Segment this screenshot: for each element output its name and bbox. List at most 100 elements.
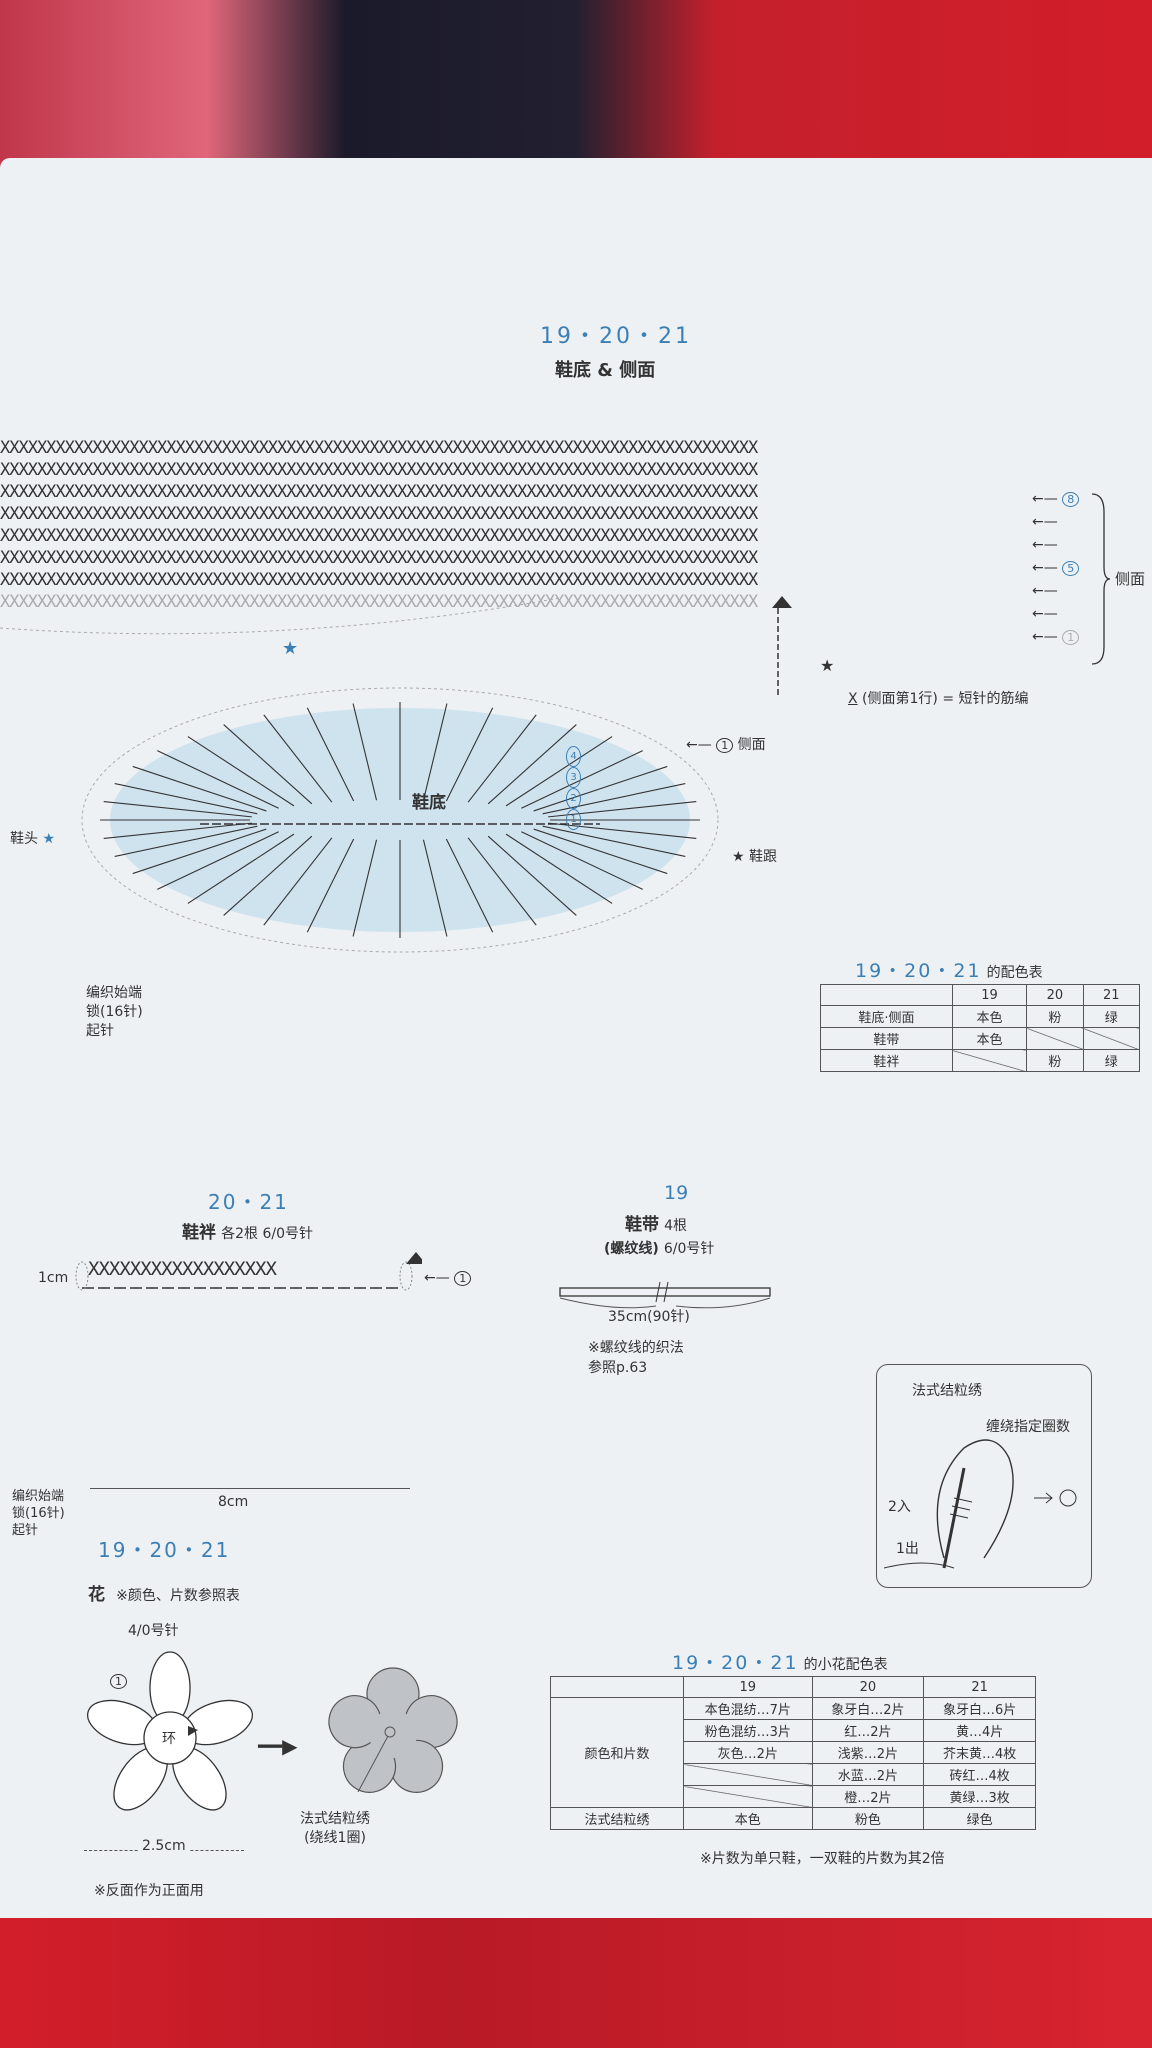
stitch-ray [223,835,313,916]
strap-start-note: 编织始端 锁(16针) 起针 [12,1489,65,1538]
table-cell: 鞋带 [820,1027,953,1050]
stitch-ray [103,822,252,840]
french-knot-illustration [884,1439,1077,1569]
flower-table-row-label: 颜色和片数 [550,1697,684,1808]
side-brace [1091,493,1110,665]
flower-reverse-note: ※反面作为正面用 [94,1883,204,1899]
stitch-ray [103,800,252,818]
table-cell-empty [951,1049,1028,1072]
lace-section-sub: (螺纹线) 6/0号针 [604,1241,715,1257]
stitch-ray [352,839,378,937]
table-cell: 鞋袢 [820,1049,953,1072]
flower-table-title: 19・20・21 的小花配色表 [672,1652,888,1674]
side-label: 侧面 [1115,570,1146,588]
stitch-ray [157,750,279,809]
stitch-ray [505,833,613,904]
table-cell: 粉 [1026,1005,1084,1028]
sole-chart [81,687,719,953]
lace-section-number: 19 [664,1182,689,1204]
stitch-ray [422,839,448,937]
table-cell: 本色混纺…7片 [683,1697,813,1720]
stitch-ray [114,825,258,858]
lace-length: 35cm(90针) [608,1309,690,1325]
row-mark-5: 5 [1062,561,1080,576]
heel-label: ★ 鞋跟 [732,849,778,865]
side-note-text: (侧面第1行) = 短针的筋编 [862,691,1029,707]
color-table-header-2: 20 [1026,984,1084,1006]
stitch-ray [263,837,333,926]
flower-finished-illustration [328,1667,458,1793]
stitch-ray [132,828,267,875]
flower-size: 2.5cm [138,1838,190,1854]
table-cell: 象牙白…2片 [811,1697,925,1720]
row-mark-1: 1 [1062,630,1080,645]
flower-round-num: 1 [110,1674,127,1689]
stitch-ray [533,765,668,812]
strap-width-line [90,1488,410,1489]
table-cell: 红…2片 [811,1719,925,1742]
stitch-row: XXXXXXXXXXXXXXXXXXXXXXXXXXXXXXXXXXXXXXXX… [0,592,758,612]
table-cell: 绿 [1082,1049,1141,1072]
flower-ring: 环 [162,1731,176,1747]
color-table-title: 19・20・21 的配色表 [855,960,1043,982]
stitch-row: XXXXXXXXXXXXXXXXXXXXXXXXXXXXXXXXXXXXXXXX… [0,570,758,590]
lace-note: ※螺纹线的织法 参照p.63 [588,1340,684,1376]
strap-section-number: 20・21 [208,1190,289,1214]
strap-height: 1cm [38,1270,69,1286]
color-table-header-0 [820,984,953,1006]
table-cell: 本色 [683,1807,813,1830]
table-cell: 绿 [1082,1005,1141,1028]
sole-section-number: 19・20・21 [540,324,692,349]
strap-pointer: ←— 1 [424,1270,472,1286]
french-knot-out-label: 1出 [896,1541,919,1557]
table-cell-empty [683,1785,813,1808]
table-cell: 浅紫…2片 [811,1741,925,1764]
flower-table-footnote: ※片数为单只鞋，一双鞋的片数为其2倍 [700,1851,945,1867]
stitch-ray [542,782,686,815]
table-cell: 黄…4片 [923,1719,1036,1742]
stitch-ray [157,831,279,890]
flower-knot-note: 法式结粒绣 (绕线1圈) [300,1811,370,1846]
french-knot-in-label: 2入 [888,1499,911,1515]
table-cell: 橙…2片 [811,1785,925,1808]
flower-table-header-1: 19 [683,1676,813,1698]
arrow-icon: ━━▶ [258,1734,298,1758]
stitch-ray [187,736,295,807]
stitch-ray [114,782,258,815]
side-pointer-num: 1 [716,738,734,753]
stitch-ray [533,828,668,875]
stitch-ray [132,765,267,812]
stitch-row: XXXXXXXXXXXXXXXXXXXXXXXXXXXXXXXXXXXXXXXX… [0,526,758,546]
blue-star-icon: ★ [282,638,299,659]
flower-color-table: 19 20 21 颜色和片数 本色混纺…7片 象牙白…2片 象牙白…6片 粉色混… [550,1676,1036,1830]
stitch-ray [445,707,494,802]
lace-section-title: 鞋带 4根 [625,1215,688,1235]
flower-table-header-2: 20 [811,1676,925,1698]
flower-section-number: 19・20・21 [98,1538,231,1562]
strap-width: 8cm [212,1494,255,1510]
table-cell-empty [1082,1027,1141,1050]
row-arrows: ←— 8 ←—←— ←— 5 ←—←— ←— 1 [1032,488,1080,649]
flower-table-header-3: 21 [923,1676,1036,1698]
table-cell: 砖红…4枚 [923,1763,1036,1786]
stitch-ray [187,833,295,904]
table-cell: 本色 [951,1005,1028,1028]
color-table-header-3: 21 [1082,984,1141,1006]
stitch-ray [521,750,643,809]
strap-section-title: 鞋袢 各2根 6/0号针 [182,1223,313,1243]
french-knot-box [876,1364,1092,1588]
book-page: 19・20・21 鞋底 & 侧面 XXXXXXXXXXXXXXXXXXXXXXX… [0,158,1152,1918]
table-cell: 象牙白…6片 [923,1697,1036,1720]
color-table-header-1: 19 [951,984,1028,1006]
table-cell: 粉 [1026,1049,1084,1072]
side-pointer-label: 侧面 [737,737,766,753]
stitch-ray [223,724,313,805]
sole-label: 鞋底 [412,793,446,813]
sole-start-note: 编织始端 锁(16针) 起针 [86,985,143,1039]
color-table: 19 20 21 鞋底·侧面 本色 粉 绿 鞋带 本色 鞋袢 粉 绿 [820,984,1141,1072]
flower-section-title: 花 ※颜色、片数参照表 [88,1585,240,1605]
table-cell-empty [683,1763,813,1786]
table-cell: 粉色 [811,1807,925,1830]
side-pointer: ←— 1 侧面 [686,737,766,753]
table-cell: 黄绿…3枚 [923,1785,1036,1808]
